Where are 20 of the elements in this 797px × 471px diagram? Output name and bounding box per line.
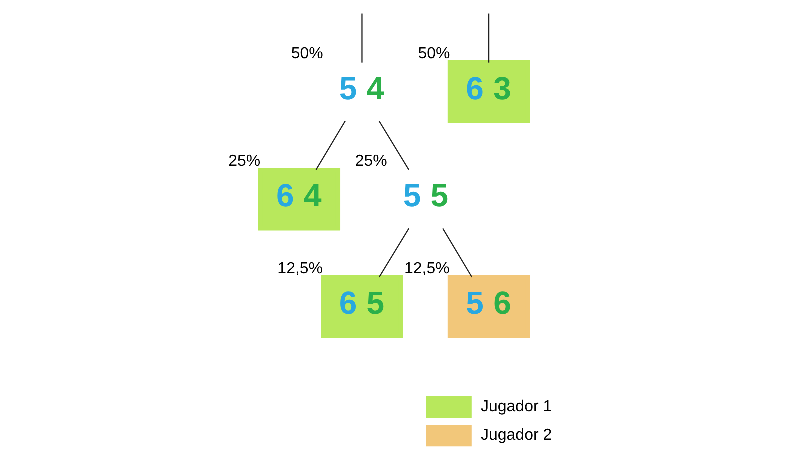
node-label: 50% — [418, 46, 450, 62]
node-box: 6 3 — [448, 60, 530, 124]
node-label: 12,5% — [404, 260, 450, 278]
node-label: 25% — [355, 152, 388, 170]
node-text: 5 5 — [403, 178, 449, 214]
connector — [316, 120, 346, 170]
node-box: 6 5 — [321, 275, 404, 338]
node-box: 5 6 — [448, 275, 530, 338]
node-label: 25% — [228, 152, 261, 170]
node-text: 5 4 — [339, 70, 385, 106]
node-label: 12,5% — [278, 260, 324, 278]
legend-label: Jugador 1 — [481, 398, 552, 416]
connector — [442, 228, 473, 278]
connector — [362, 14, 363, 63]
node-label: 50% — [291, 46, 324, 62]
legend-label: Jugador 2 — [481, 427, 552, 444]
connector — [378, 120, 410, 170]
node-box: 6 4 — [258, 168, 341, 231]
connector — [488, 14, 490, 63]
connector — [378, 228, 410, 278]
